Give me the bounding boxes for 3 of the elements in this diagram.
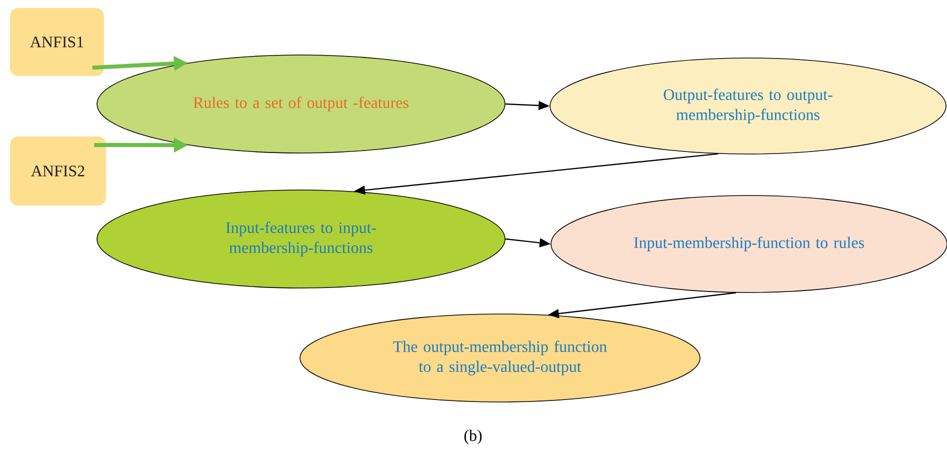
label-box: ANFIS1 xyxy=(10,8,104,76)
label-box: ANFIS2 xyxy=(10,136,106,206)
caption: (b) xyxy=(464,430,482,444)
